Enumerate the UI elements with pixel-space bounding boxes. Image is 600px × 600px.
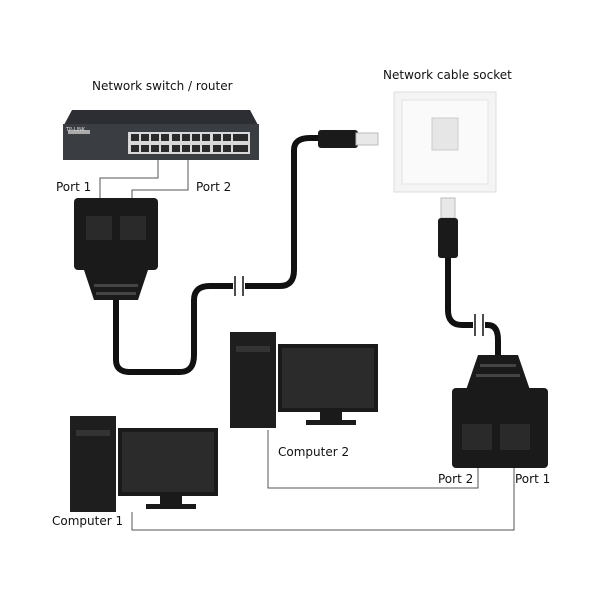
splitter-port1-label: Port 1 [515,472,551,486]
right-splitter [452,355,548,468]
switch-port1-label: Port 1 [56,180,92,194]
network-switch [63,110,259,160]
socket-label: Network cable socket [383,68,512,82]
computer2-label: Computer 2 [278,445,350,459]
splitter-port2-label: Port 2 [438,472,474,486]
cable-left [113,135,322,375]
cable-right [445,258,501,360]
rj45-plug [318,130,358,148]
wall-socket [393,91,497,193]
computer-2 [230,332,378,428]
switch-brand-logo: TP-LINK [65,127,86,133]
computer1-label: Computer 1 [52,514,124,528]
switch-port2-label: Port 2 [196,180,232,194]
computer-1 [70,416,218,512]
switch-label: Network switch / router [92,79,233,93]
left-splitter [74,198,158,300]
